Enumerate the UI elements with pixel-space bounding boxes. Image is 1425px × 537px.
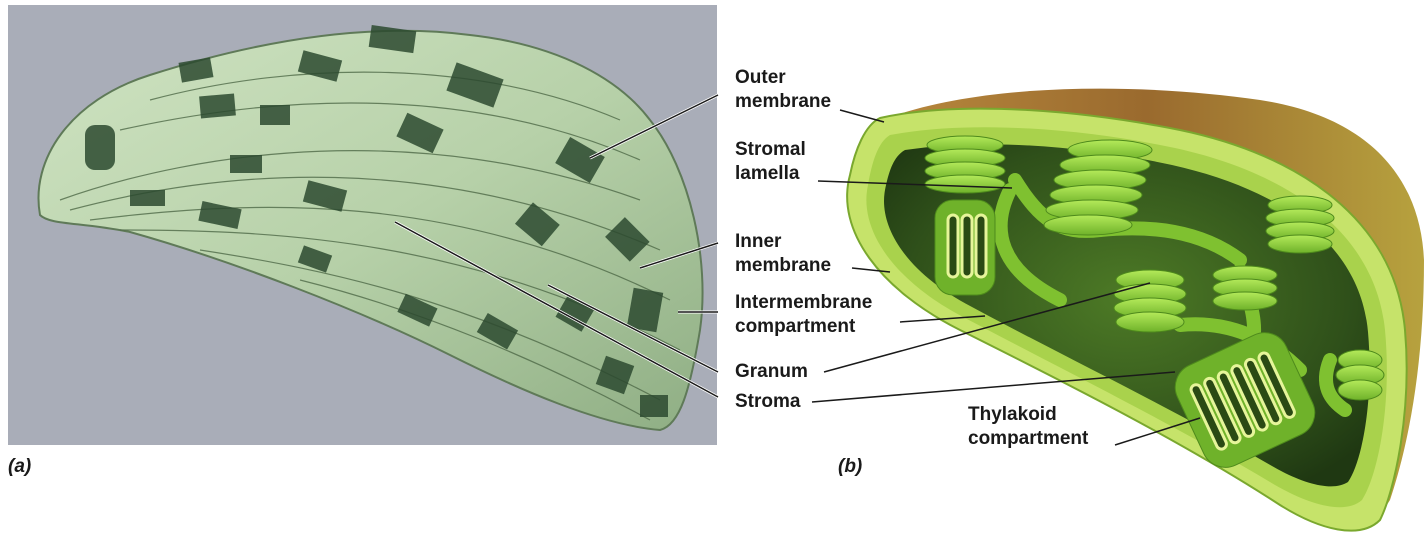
label-intermembrane-line1: Intermembrane bbox=[735, 291, 872, 315]
illustration-panel bbox=[812, 89, 1424, 531]
panel-a-tag: (a) bbox=[8, 456, 31, 478]
label-stromal-lamella-line1: Stromal bbox=[735, 138, 806, 162]
label-stroma: Stroma bbox=[735, 390, 800, 414]
label-thylakoid-compartment: Thylakoid compartment bbox=[968, 403, 1088, 451]
label-thylakoid-line2: compartment bbox=[968, 427, 1088, 451]
label-inner-membrane: Inner membrane bbox=[735, 230, 831, 278]
label-inner-membrane-line2: membrane bbox=[735, 254, 831, 278]
label-intermembrane-line2: compartment bbox=[735, 315, 872, 339]
label-outer-membrane-line1: Outer bbox=[735, 66, 831, 90]
label-thylakoid-line1: Thylakoid bbox=[968, 403, 1088, 427]
label-granum: Granum bbox=[735, 360, 808, 384]
label-stromal-lamella: Stromal lamella bbox=[735, 138, 806, 186]
label-outer-membrane-line2: membrane bbox=[735, 90, 831, 114]
micrograph-panel bbox=[8, 5, 718, 445]
label-inner-membrane-line1: Inner bbox=[735, 230, 831, 254]
label-stromal-lamella-line2: lamella bbox=[735, 162, 806, 186]
panel-b-tag: (b) bbox=[838, 456, 862, 478]
label-outer-membrane: Outer membrane bbox=[735, 66, 831, 114]
label-intermembrane-compartment: Intermembrane compartment bbox=[735, 291, 872, 339]
thylakoid-cross-section-left bbox=[935, 200, 995, 295]
